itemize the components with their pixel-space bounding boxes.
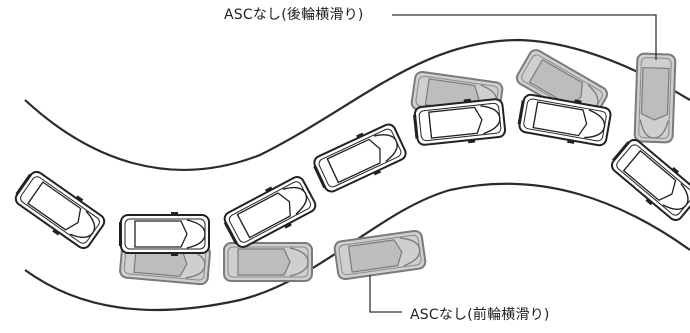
car-4 (308, 118, 411, 199)
car-3 (218, 170, 321, 255)
car-1 (8, 164, 110, 255)
callout-rear-wheel-skid: ASCなし(後輪横滑り) (224, 7, 364, 23)
leader-line-rear (392, 14, 657, 60)
car-7 (604, 132, 690, 227)
callout-front-wheel-skid: ASCなし(前輪横滑り) (410, 307, 550, 323)
ghost-car-rear-skid-3 (633, 52, 677, 144)
car-2 (118, 211, 210, 257)
ghost-car-front-skid-3 (332, 229, 428, 281)
leader-line-front (369, 275, 402, 313)
ghost-car-front-skid-2 (223, 242, 313, 282)
road-outer-edge (24, 38, 690, 172)
